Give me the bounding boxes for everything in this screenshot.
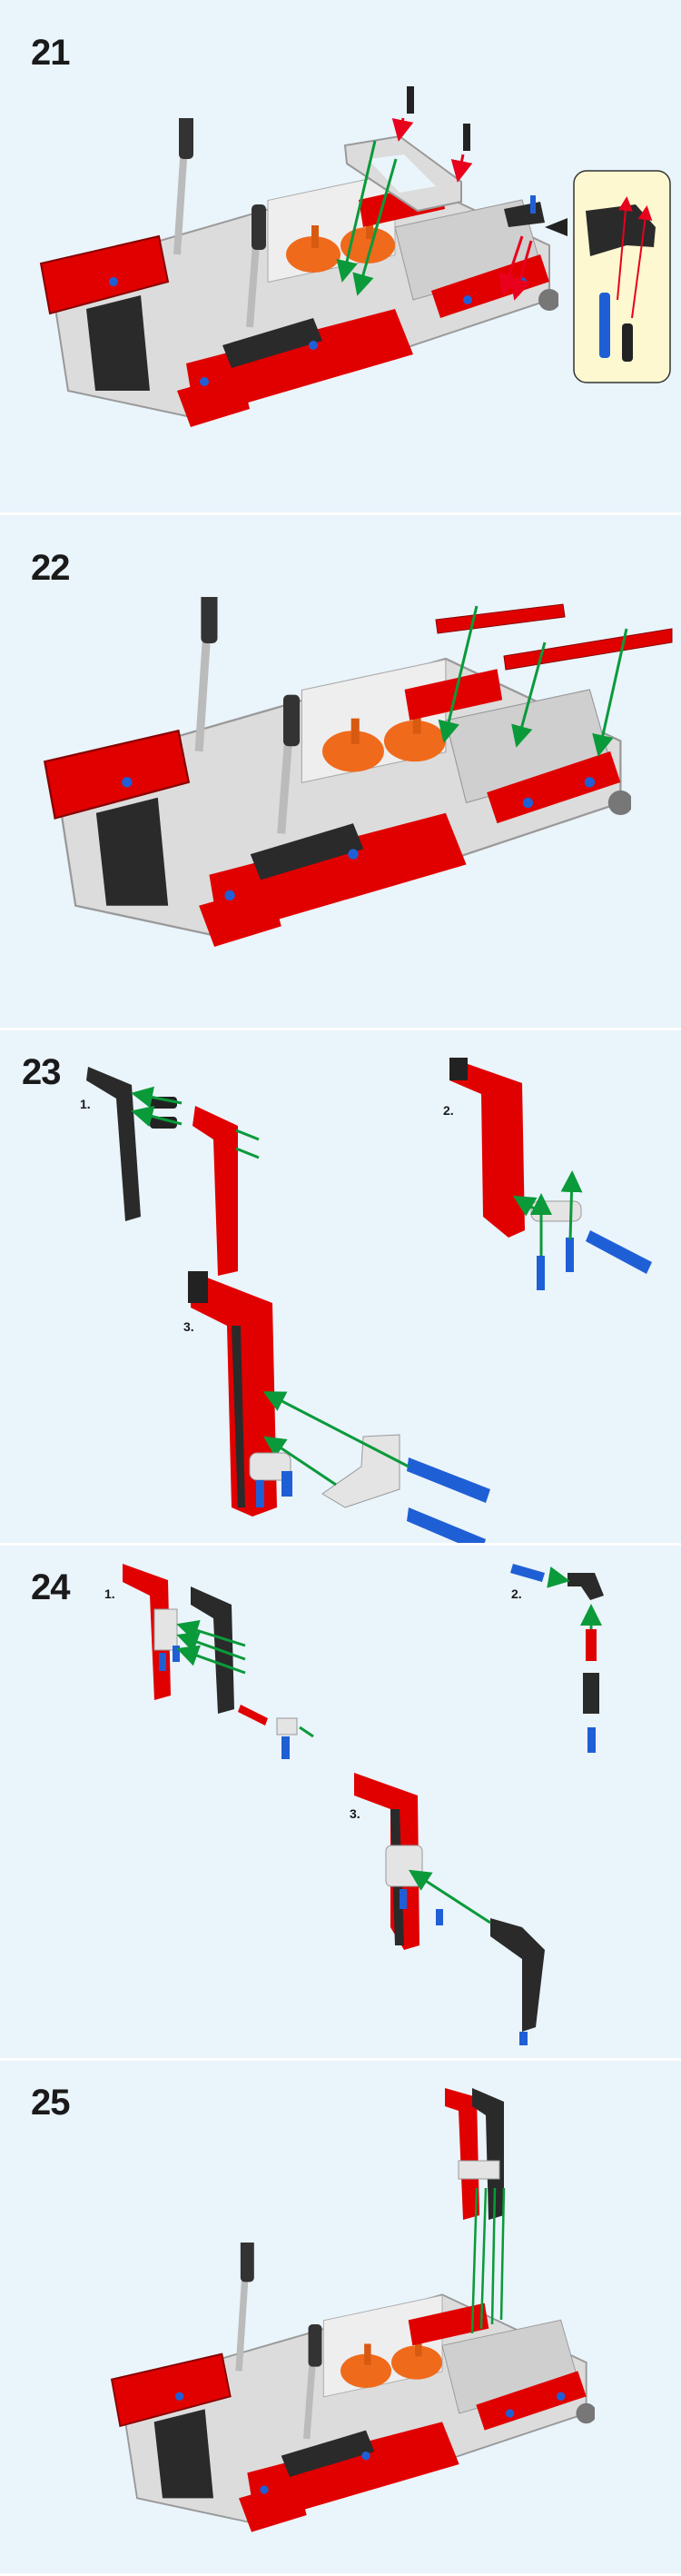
substep-label: 3. — [183, 1319, 194, 1334]
step-number: 25 — [31, 2083, 70, 2123]
substep-label: 3. — [350, 1806, 360, 1821]
red-l-beam — [449, 1058, 525, 1238]
red-l-beam — [192, 1106, 238, 1276]
black-l-beam — [86, 1067, 141, 1221]
step-number: 21 — [31, 33, 70, 73]
assembly-illustration — [123, 1564, 604, 2045]
pin-black — [407, 86, 414, 114]
callout-arrow — [545, 218, 568, 236]
assembly-illustration — [0, 2088, 681, 2569]
step-24: 24 1. 2. 3. — [0, 1546, 681, 2058]
substep-label: 1. — [104, 1586, 115, 1601]
step-number: 22 — [31, 548, 70, 588]
assembly-illustration — [0, 86, 671, 512]
red-beam — [503, 628, 673, 671]
substep-label: 2. — [443, 1103, 454, 1118]
pin-black — [463, 124, 470, 151]
step-25: 25 — [0, 2061, 681, 2573]
substep-label: 1. — [80, 1097, 91, 1111]
grey-connector — [321, 1434, 400, 1508]
assembly-illustration — [86, 1058, 652, 1543]
step-23: 23 1. 2. 3. — [0, 1030, 681, 1543]
substep-label: 2. — [511, 1586, 522, 1601]
step-21: 21 — [0, 0, 681, 512]
assembly-illustration — [0, 515, 673, 1028]
red-beam — [435, 603, 566, 634]
step-number: 24 — [31, 1567, 70, 1607]
step-number: 23 — [22, 1052, 61, 1092]
step-22: 22 — [0, 515, 681, 1028]
